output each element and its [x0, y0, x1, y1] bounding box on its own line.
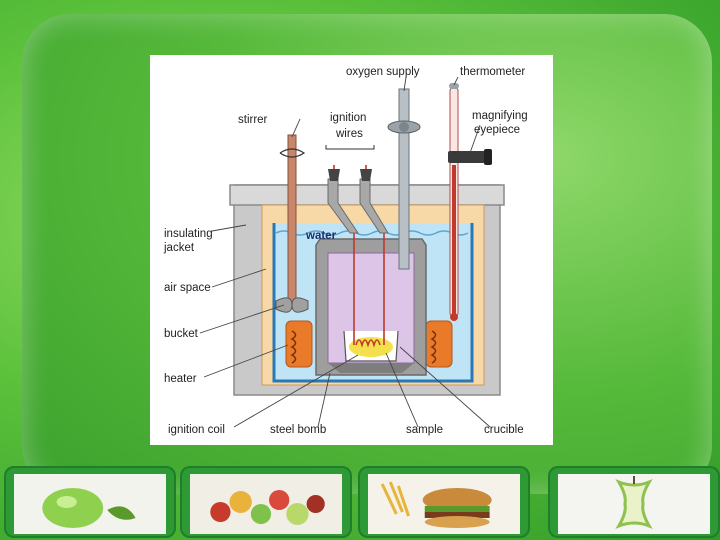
terminal-left	[328, 169, 340, 181]
thumbnail-1[interactable]	[4, 466, 176, 538]
heater-left-shape	[285, 320, 313, 368]
oxygen-valve-knob	[399, 122, 409, 132]
label-stirrer: stirrer	[238, 114, 268, 126]
stirrer-blades	[275, 297, 309, 313]
ignition-wires-bracket	[325, 145, 375, 150]
terminal-right	[360, 169, 372, 181]
green-apple-icon	[14, 474, 166, 534]
label-air-space: air space	[164, 282, 211, 294]
bomb-calorimeter-diagram: oxygen supply thermometer stirrer igniti…	[150, 55, 553, 445]
apple-core-icon	[558, 474, 710, 534]
label-insulating-line2: jacket	[163, 242, 195, 254]
label-heater: heater	[164, 373, 197, 385]
sample-shape	[349, 337, 393, 357]
bomb-base	[328, 363, 414, 373]
mixed-fruit-icon	[190, 474, 342, 534]
heater-right-coil	[430, 330, 437, 364]
ignition-coil-shape	[355, 339, 381, 348]
label-steel-bomb: steel bomb	[270, 424, 326, 436]
water-surface	[275, 230, 469, 236]
burger-and-fries-icon	[368, 474, 520, 534]
calorimeter-svg: oxygen supply thermometer stirrer igniti…	[163, 66, 528, 436]
label-ignition-coil: ignition coil	[168, 424, 225, 436]
label-crucible: crucible	[484, 424, 524, 436]
magnifying-eyepiece-shape	[448, 151, 492, 163]
label-oxygen-supply: oxygen supply	[346, 66, 420, 78]
thumbnail-4[interactable]	[548, 466, 720, 538]
thumbnail-strip	[0, 462, 720, 540]
stirrer-rotation-arrow	[279, 148, 306, 158]
thermometer-mercury	[452, 165, 456, 315]
label-ignition-line1: ignition	[330, 112, 366, 124]
label-thermometer: thermometer	[460, 66, 525, 78]
thermometer-top-ring	[449, 83, 459, 89]
thumbnail-3[interactable]	[358, 466, 530, 538]
label-bucket: bucket	[164, 328, 199, 340]
heater-left-coil	[290, 330, 297, 364]
oxygen-supply-tube	[398, 88, 410, 270]
heater-right-shape	[425, 320, 453, 368]
thumbnail-2[interactable]	[180, 466, 352, 538]
pointer-lines	[199, 76, 491, 428]
thermometer-bulb	[450, 313, 458, 321]
stirrer-shaft	[287, 134, 297, 306]
eyepiece-lens	[484, 149, 492, 165]
label-ignition-line2: wires	[335, 128, 363, 140]
label-sample: sample	[406, 424, 443, 436]
label-magnifying-line1: magnifying	[472, 110, 528, 122]
label-magnifying-line2: eyepiece	[474, 124, 520, 136]
label-water: water	[305, 230, 337, 242]
label-insulating-line1: insulating	[164, 228, 213, 240]
